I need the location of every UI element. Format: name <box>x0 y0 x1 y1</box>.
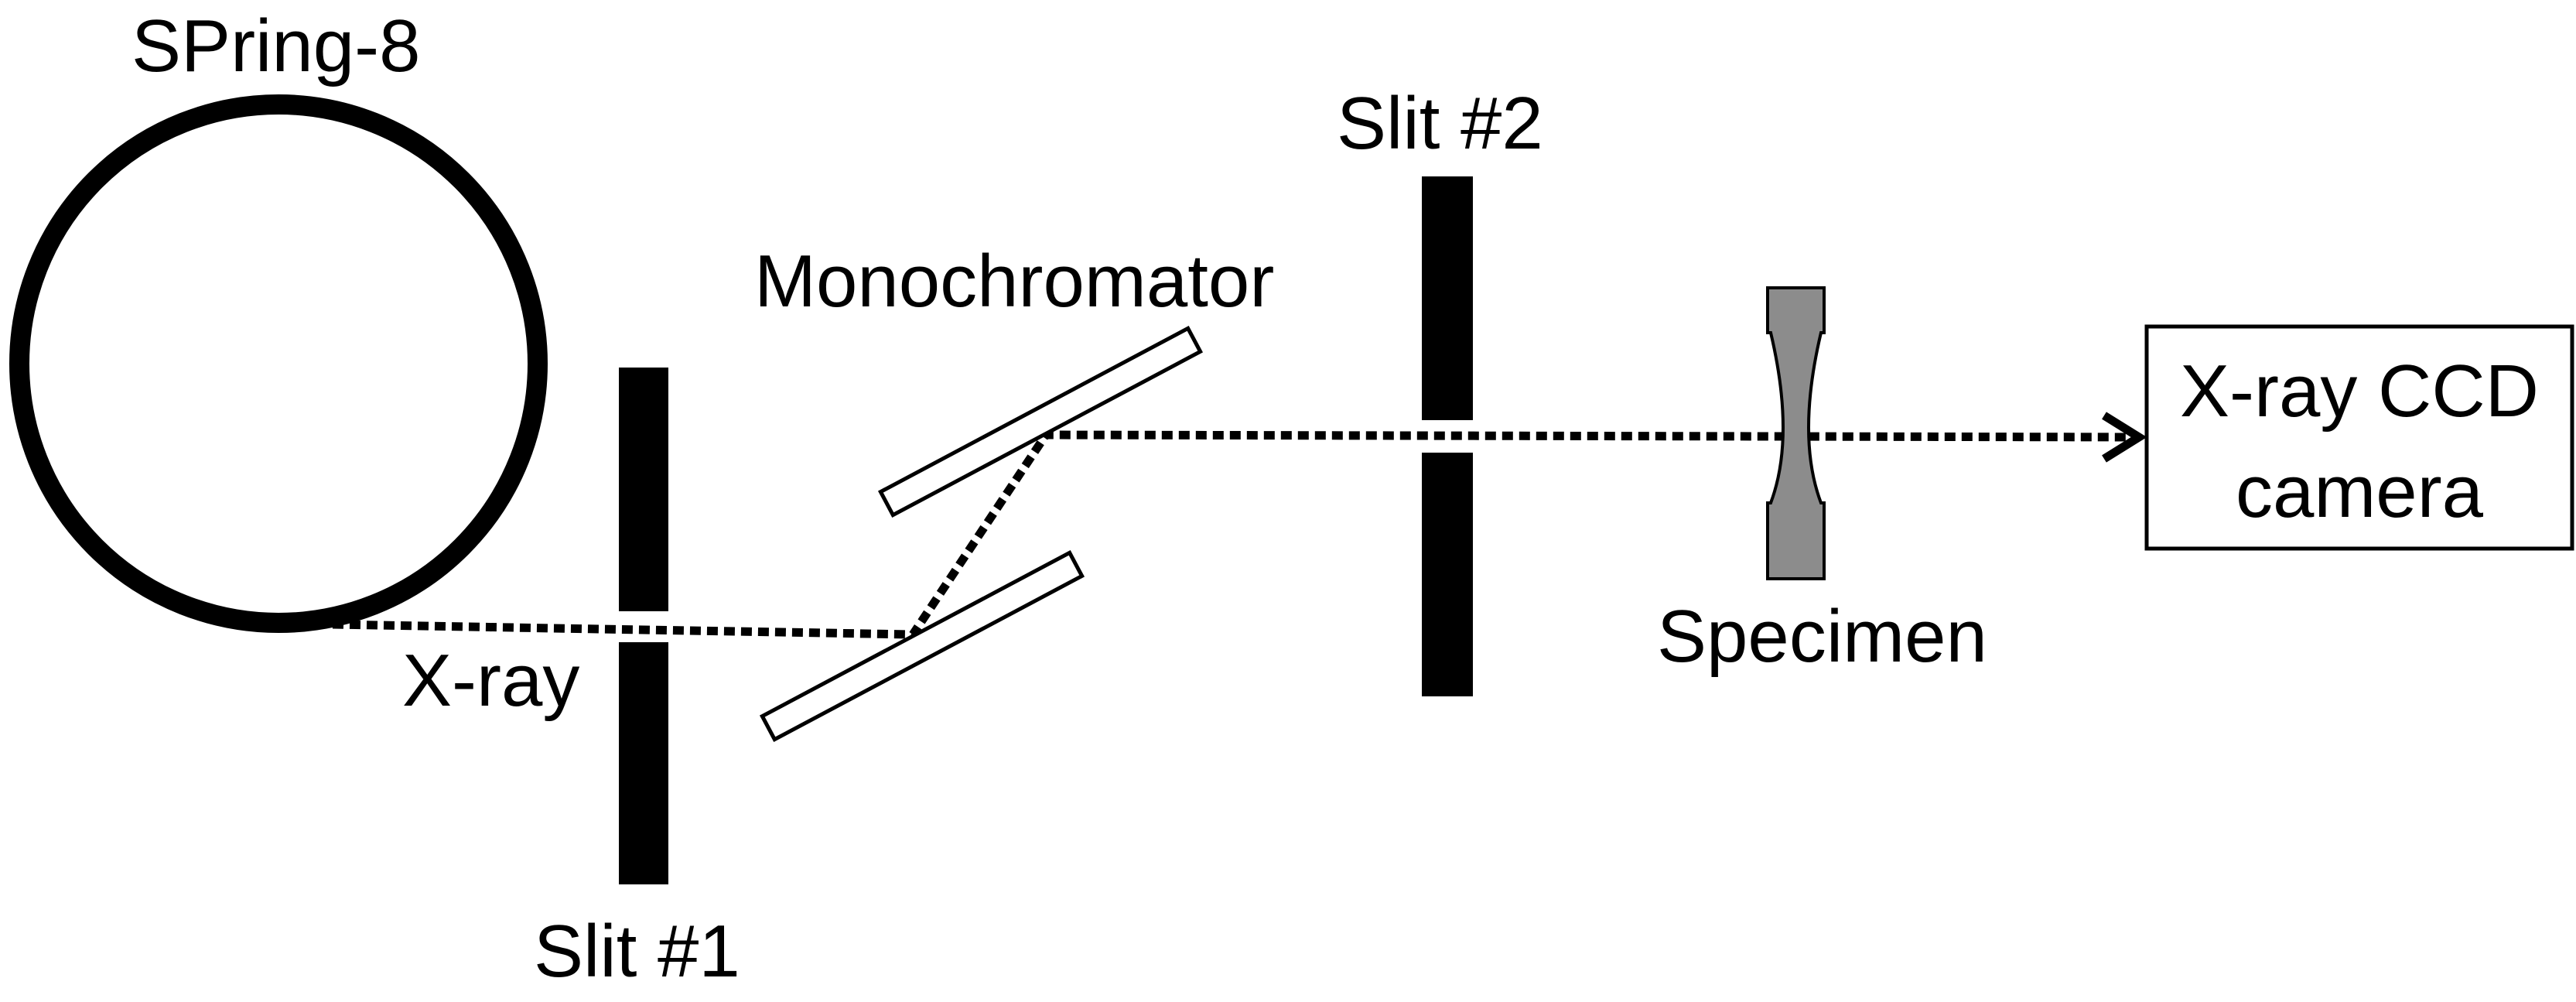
specimen-shape <box>1766 286 1826 580</box>
monochromator-crystal-upper <box>877 325 1204 518</box>
label-specimen: Specimen <box>1657 595 1987 678</box>
label-slit-1: Slit #1 <box>534 910 740 993</box>
slit-1-upper-blade <box>619 368 668 611</box>
slit-2-upper-blade <box>1422 176 1473 420</box>
label-ccd-line-1: X-ray CCD <box>2180 350 2539 433</box>
monochromator-crystal-lower <box>759 549 1085 743</box>
label-spring8: SPring-8 <box>132 5 421 87</box>
slit-1 <box>619 368 668 884</box>
label-monochromator: Monochromator <box>754 240 1274 323</box>
monochromator <box>759 325 1204 743</box>
label-xray: X-ray <box>402 639 579 722</box>
beam-arrowhead <box>2102 412 2147 463</box>
slit-2-lower-blade <box>1422 453 1473 696</box>
storage-ring <box>9 94 548 633</box>
slit-2 <box>1422 176 1473 696</box>
slit-1-lower-blade <box>619 642 668 884</box>
xray-beam-path <box>332 430 2136 639</box>
label-slit-2: Slit #2 <box>1337 82 1543 165</box>
ccd-camera-box <box>2144 324 2574 551</box>
label-ccd-line-2: camera <box>2236 450 2484 533</box>
